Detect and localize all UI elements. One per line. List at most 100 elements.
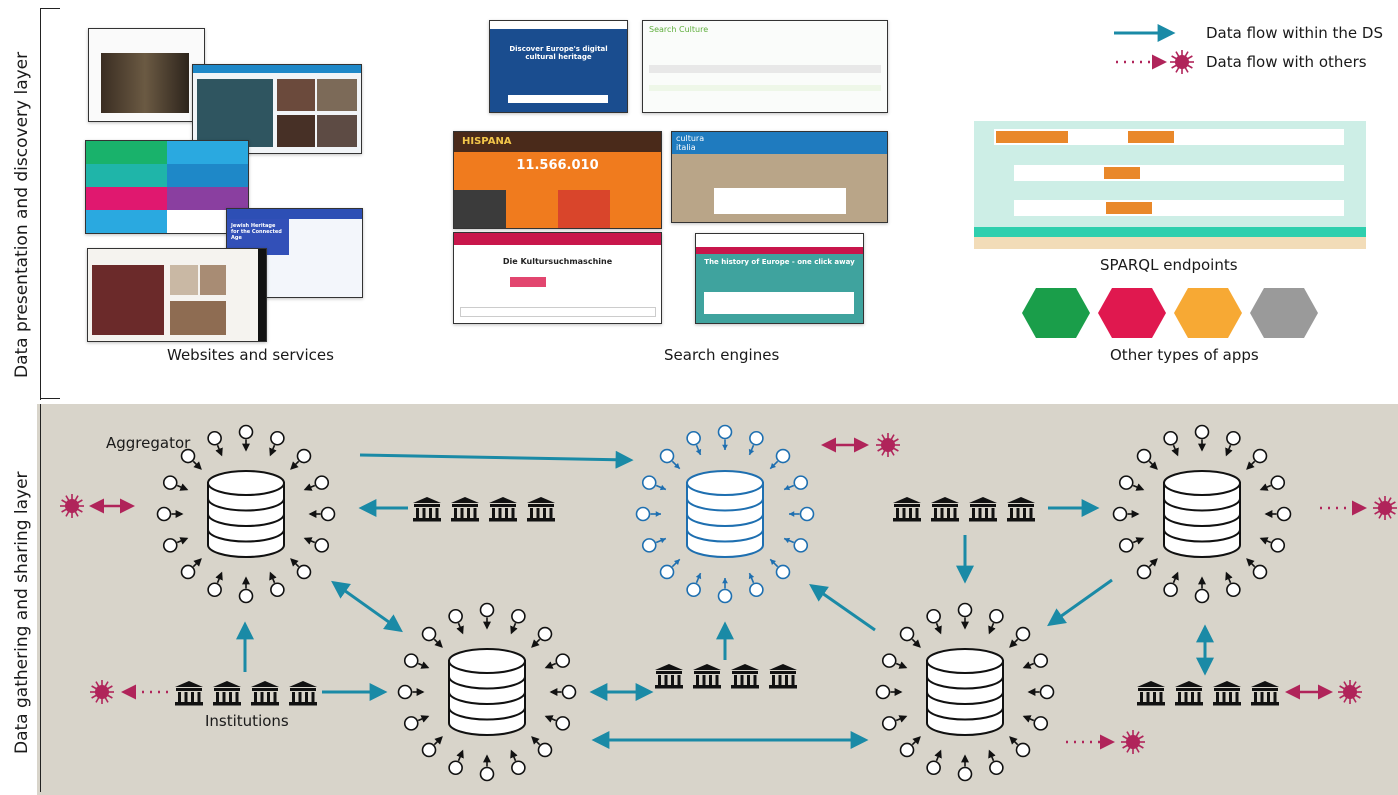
satellite-node xyxy=(793,475,809,490)
top-layer-bracket-tick xyxy=(40,8,60,9)
satellite-node xyxy=(448,760,463,776)
satellite-link xyxy=(269,571,277,584)
search-culture-logo: Search Culture xyxy=(649,25,709,34)
satellite-link xyxy=(290,558,300,568)
satellite-link xyxy=(433,736,443,746)
search-screenshot-search-culture: Search Culture xyxy=(642,20,888,113)
satellite-link xyxy=(1022,661,1035,669)
satellite-node xyxy=(926,760,941,776)
satellite-node xyxy=(162,538,178,553)
satellite-node xyxy=(207,582,222,598)
satellite-node xyxy=(749,430,764,446)
institution-icon xyxy=(451,497,479,522)
search-screenshot-archives-portal: The history of Europe - one click away xyxy=(695,233,864,324)
flow-agg3-to-agg5 xyxy=(1047,578,1113,627)
satellite-node xyxy=(1015,626,1031,642)
satellite-link xyxy=(531,736,541,746)
satellite-node xyxy=(1033,716,1049,731)
satellite-node xyxy=(775,564,791,580)
satellite-link xyxy=(1171,444,1179,457)
satellite-link xyxy=(1132,537,1145,545)
satellite-node xyxy=(561,684,577,700)
satellite-link xyxy=(1225,571,1233,584)
external-star xyxy=(1338,680,1362,704)
satellite-node xyxy=(1252,448,1268,464)
search-screenshot-cultura-italia: cultura italia xyxy=(671,131,888,223)
satellite-node xyxy=(1118,538,1134,553)
institution-icon xyxy=(969,497,997,522)
satellite-node xyxy=(511,760,526,776)
aggregator-central-database xyxy=(686,470,764,558)
other-apps-caption: Other types of apps xyxy=(1110,346,1259,364)
satellite-link xyxy=(988,749,996,762)
satellite-link xyxy=(192,460,202,470)
institution-icon xyxy=(1213,681,1241,706)
legend-within-text: Data flow within the DS xyxy=(1206,24,1383,42)
satellite-node xyxy=(397,684,413,700)
satellite-link xyxy=(1259,483,1272,491)
external-star xyxy=(1373,496,1397,520)
satellite-link xyxy=(1246,460,1256,470)
website-screenshot-collection xyxy=(87,248,267,342)
satellite-node xyxy=(1136,564,1152,580)
satellite-node xyxy=(180,448,196,464)
satellite-node xyxy=(1118,475,1134,490)
external-star xyxy=(60,494,84,518)
website-screenshot-museum xyxy=(192,64,362,154)
aggregator-1-satellites xyxy=(156,424,336,604)
search-engines-caption: Search engines xyxy=(664,346,780,364)
satellite-node xyxy=(1270,475,1286,490)
satellite-node xyxy=(881,716,897,731)
satellite-link xyxy=(269,444,277,457)
institution-icon xyxy=(413,497,441,522)
search-screenshot-hispana: HISPANA 11.566.010 xyxy=(453,131,662,229)
satellite-node xyxy=(421,626,437,642)
satellite-node xyxy=(156,506,172,522)
flow-agg1-to-central xyxy=(359,450,634,469)
satellite-link xyxy=(934,622,942,635)
institution-icon xyxy=(693,664,721,689)
satellite-node xyxy=(957,602,973,618)
satellite-node xyxy=(479,766,495,782)
satellite-node xyxy=(180,564,196,580)
satellite-link xyxy=(1132,483,1145,491)
hispana-logo: HISPANA xyxy=(462,136,512,147)
aggregator-3-database xyxy=(1163,470,1241,558)
external-star xyxy=(876,433,900,457)
satellite-link xyxy=(303,483,316,491)
institution-icon xyxy=(655,664,683,689)
app-hexagon-red xyxy=(1098,288,1166,338)
satellite-link xyxy=(895,715,908,723)
satellite-node xyxy=(659,564,675,580)
jewish-heritage-title: Jewish Heritage for the Connected Age xyxy=(231,223,282,241)
search-screenshot-europeana: Discover Europe's digital cultural herit… xyxy=(489,20,628,113)
cultura-italia-logo: cultura italia xyxy=(676,134,705,152)
institution-icon xyxy=(1175,681,1203,706)
satellite-node xyxy=(1270,538,1286,553)
satellite-node xyxy=(314,475,330,490)
satellite-node xyxy=(270,430,285,446)
institution-icon xyxy=(175,681,203,706)
satellite-link xyxy=(895,661,908,669)
flow-agg5-to-central xyxy=(809,583,876,632)
institutions-label: Institutions xyxy=(205,712,289,730)
satellite-node xyxy=(641,538,657,553)
satellite-node xyxy=(314,538,330,553)
satellite-node xyxy=(238,424,254,440)
satellite-link xyxy=(1148,460,1158,470)
legend-others-text: Data flow with others xyxy=(1206,53,1367,71)
aggregator-label: Aggregator xyxy=(106,434,191,452)
satellite-node xyxy=(238,588,254,604)
satellite-node xyxy=(511,608,526,624)
kultursuchmaschine-title: Die Kultursuchmaschine xyxy=(502,257,613,266)
satellite-node xyxy=(881,653,897,668)
satellite-link xyxy=(911,736,921,746)
satellite-link xyxy=(192,558,202,568)
satellite-node xyxy=(1015,742,1031,758)
institution-icon xyxy=(893,497,921,522)
external-star xyxy=(1121,730,1145,754)
satellite-link xyxy=(176,483,189,491)
websites-caption: Websites and services xyxy=(167,346,334,364)
satellite-node xyxy=(926,608,941,624)
satellite-node xyxy=(641,475,657,490)
